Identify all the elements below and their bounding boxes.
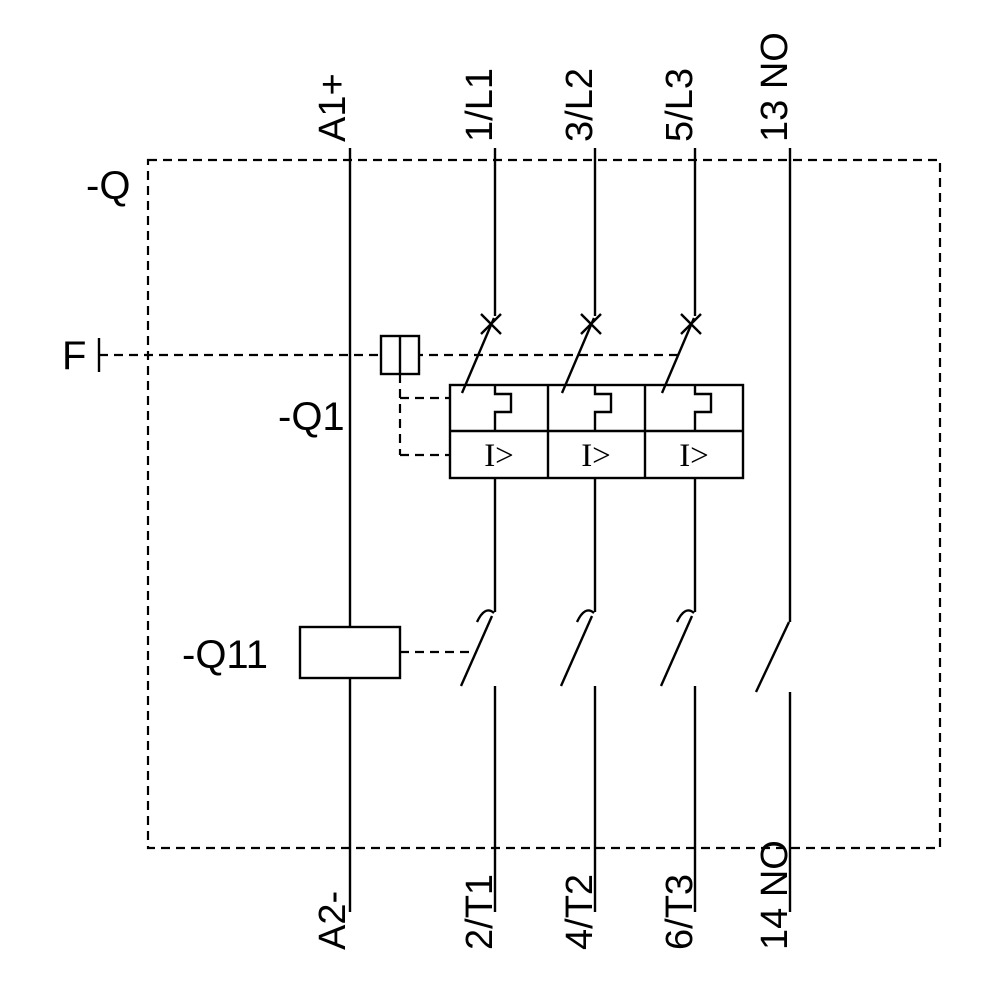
device-label: -Q [86, 164, 130, 208]
terminal-4t2-label: 4/T2 [559, 874, 601, 950]
trip-function-label: F [62, 334, 86, 378]
breaker-blade-2 [560, 317, 596, 394]
thermal-element-1 [493, 385, 513, 431]
breaker-blade-1 [460, 317, 496, 394]
overcurrent-label-2: I> [581, 438, 611, 474]
terminal-5l3-label: 5/L3 [659, 68, 701, 142]
contactor-arc-3 [675, 609, 695, 623]
contact-blade-3 [659, 615, 694, 687]
contactor-label: -Q11 [182, 633, 268, 677]
terminal-2t1-label: 2/T1 [459, 874, 501, 950]
terminal-1l1-label: 1/L1 [459, 68, 501, 142]
overcurrent-label-1: I> [484, 438, 514, 474]
overcurrent-label-3: I> [679, 438, 709, 474]
contactor-coil-box [298, 625, 402, 680]
contact-blade-2 [559, 615, 594, 687]
terminal-6t3-label: 6/T3 [659, 874, 701, 950]
terminal-a2-label: A2- [312, 891, 354, 950]
terminal-a1-label: A1+ [312, 73, 354, 142]
contactor-arc-1 [475, 609, 495, 623]
terminal-3l2-label: 3/L2 [559, 68, 601, 142]
terminal-14no-label: 14 NO [754, 840, 796, 950]
contact-blade-1 [459, 615, 494, 687]
enclosure-boundary [146, 158, 942, 850]
aux-contact-blade [754, 621, 791, 693]
terminal-13no-label: 13 NO [754, 32, 796, 142]
breaker-blade-3 [660, 317, 696, 394]
contactor-arc-2 [575, 609, 595, 623]
protector-label: -Q1 [278, 395, 345, 439]
thermal-element-2 [593, 385, 613, 431]
thermal-element-3 [693, 385, 713, 431]
